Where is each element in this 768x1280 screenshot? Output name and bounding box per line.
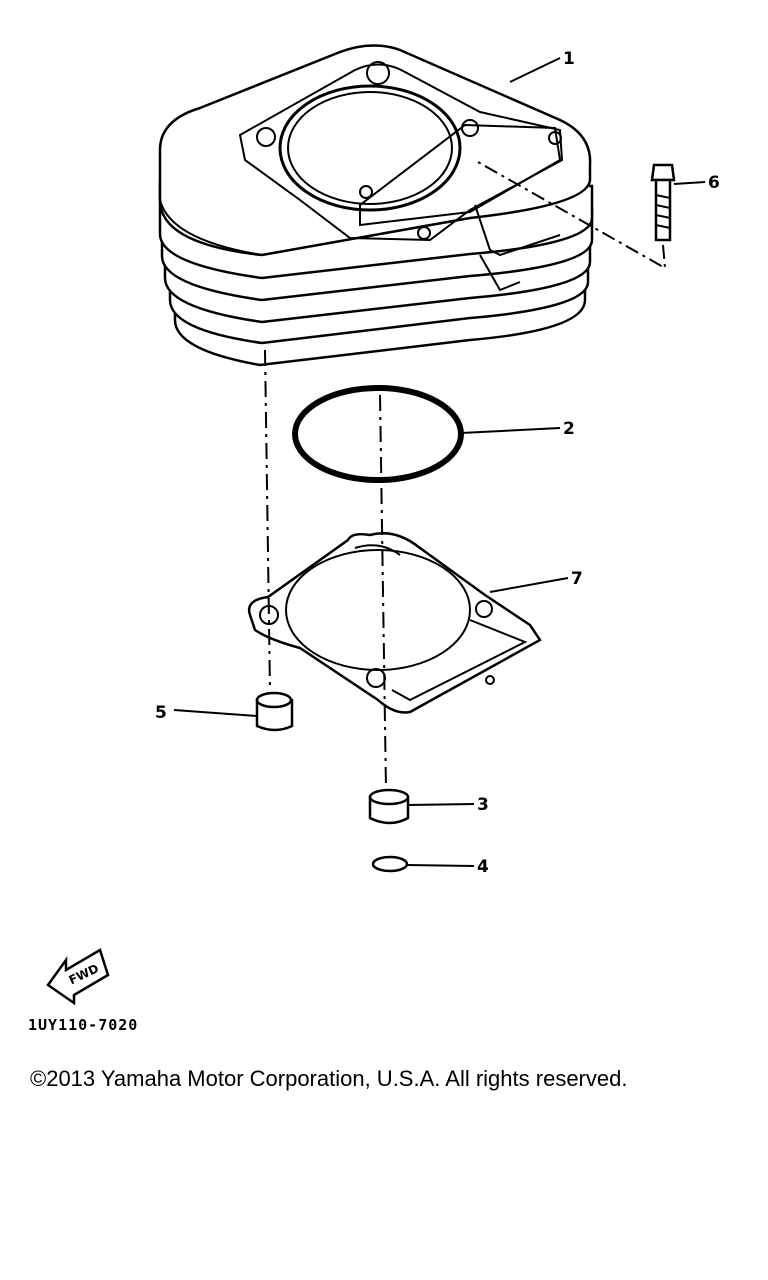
leader-3 bbox=[407, 803, 475, 806]
callout-7: 7 bbox=[571, 569, 583, 589]
small-o-ring bbox=[371, 855, 409, 873]
callout-2: 2 bbox=[563, 419, 575, 439]
leader-2 bbox=[460, 427, 561, 434]
callout-4: 4 bbox=[477, 857, 489, 877]
callout-6: 6 bbox=[708, 173, 720, 193]
copyright-notice: ©2013 Yamaha Motor Corporation, U.S.A. A… bbox=[30, 1066, 628, 1091]
base-gasket bbox=[247, 531, 542, 714]
cylinder-block bbox=[158, 44, 594, 367]
fwd-arrow-icon: FWD bbox=[46, 948, 110, 1006]
leader-6 bbox=[673, 181, 706, 185]
leader-1 bbox=[509, 57, 561, 83]
callout-3: 3 bbox=[477, 795, 489, 815]
bolt bbox=[650, 163, 676, 242]
alignment-line-bolt bbox=[477, 161, 667, 270]
leader-7 bbox=[489, 577, 569, 593]
diagram-code: 1UY110-7020 bbox=[28, 1016, 138, 1034]
leader-4 bbox=[406, 864, 475, 867]
alignment-line-center bbox=[379, 394, 387, 791]
alignment-line-left bbox=[264, 349, 271, 691]
dowel-pin-center bbox=[368, 788, 410, 825]
callout-5: 5 bbox=[155, 703, 167, 723]
dowel-pin-left bbox=[255, 691, 294, 732]
leader-5 bbox=[173, 709, 258, 717]
callout-1: 1 bbox=[563, 49, 575, 69]
o-ring bbox=[292, 385, 464, 483]
